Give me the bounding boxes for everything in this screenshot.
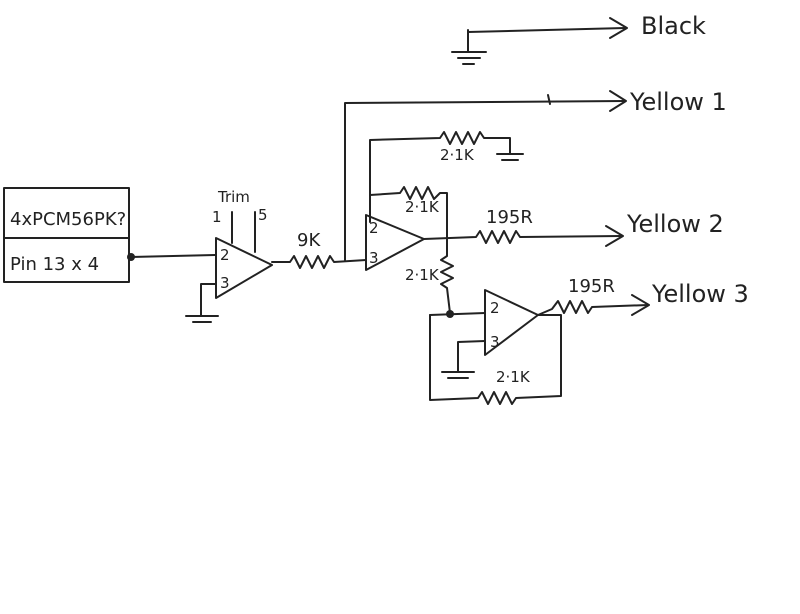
chip-box: 4xPCM56PK? Pin 13 x 4 (3, 187, 130, 283)
opamp-2: 2 3 (365, 214, 425, 271)
trim-label: Trim (217, 188, 250, 206)
trim-pin-wires (231, 211, 256, 253)
stage3-feedback-loop: 2·1K (429, 314, 562, 405)
black-ground-icon (451, 51, 487, 65)
svg-text:2·1K: 2·1K (405, 198, 440, 216)
svg-text:9K: 9K (297, 230, 321, 251)
svg-text:1: 1 (212, 208, 222, 226)
svg-text:3: 3 (369, 249, 379, 267)
yellow1-label: Yellow 1 (629, 88, 727, 116)
opamp1-ground-wire (200, 283, 217, 317)
yellow1-output-group: Yellow 1 (344, 88, 727, 261)
svg-text:5: 5 (258, 206, 268, 224)
yellow1-wire (344, 100, 626, 261)
yellow3-output-group: 195R Yellow 3 (537, 276, 749, 316)
svg-text:2·1K: 2·1K (440, 146, 475, 164)
stage3-input-wire (429, 312, 486, 316)
chip-part-label: 4xPCM56PK? (10, 209, 126, 230)
svg-text:195R: 195R (486, 207, 533, 228)
opamp-1: Trim 1 5 2 3 (185, 188, 273, 323)
svg-text:3: 3 (490, 333, 500, 351)
resistor-to-stage3: 2·1K (405, 239, 454, 318)
yellow2-label: Yellow 2 (626, 210, 724, 238)
yellow3-label: Yellow 3 (651, 280, 749, 308)
svg-text:2·1K: 2·1K (496, 368, 531, 386)
yellow2-output-group: 195R Yellow 2 (423, 207, 724, 247)
black-label: Black (641, 12, 706, 40)
svg-text:2·1K: 2·1K (405, 266, 440, 284)
stage3-ground-wire (457, 340, 486, 373)
black-output-group: Black (451, 12, 706, 65)
svg-text:2: 2 (369, 219, 379, 237)
stage3-ground-icon (441, 371, 475, 379)
opamp1-ground-icon (185, 315, 219, 323)
yellow1-arrow-icon (547, 90, 627, 112)
svg-text:3: 3 (220, 274, 230, 292)
resistor-top-to-ground: 2·1K (369, 131, 524, 223)
resistor-feedback: 2·1K (369, 186, 448, 241)
opamp-3: 2 3 (429, 289, 539, 379)
svg-text:195R: 195R (568, 276, 615, 297)
chip-pin-label: Pin 13 x 4 (10, 254, 99, 275)
yellow2-arrow-icon (605, 225, 624, 247)
resistor-9k: 9K (271, 230, 367, 269)
chip-to-opamp1-wire (130, 254, 216, 258)
black-arrow-icon (609, 17, 628, 39)
yellow3-arrow-icon (631, 294, 650, 316)
svg-text:2: 2 (220, 246, 230, 264)
top-ground-icon (496, 153, 524, 161)
svg-text:2: 2 (490, 299, 500, 317)
black-wire (467, 27, 626, 53)
